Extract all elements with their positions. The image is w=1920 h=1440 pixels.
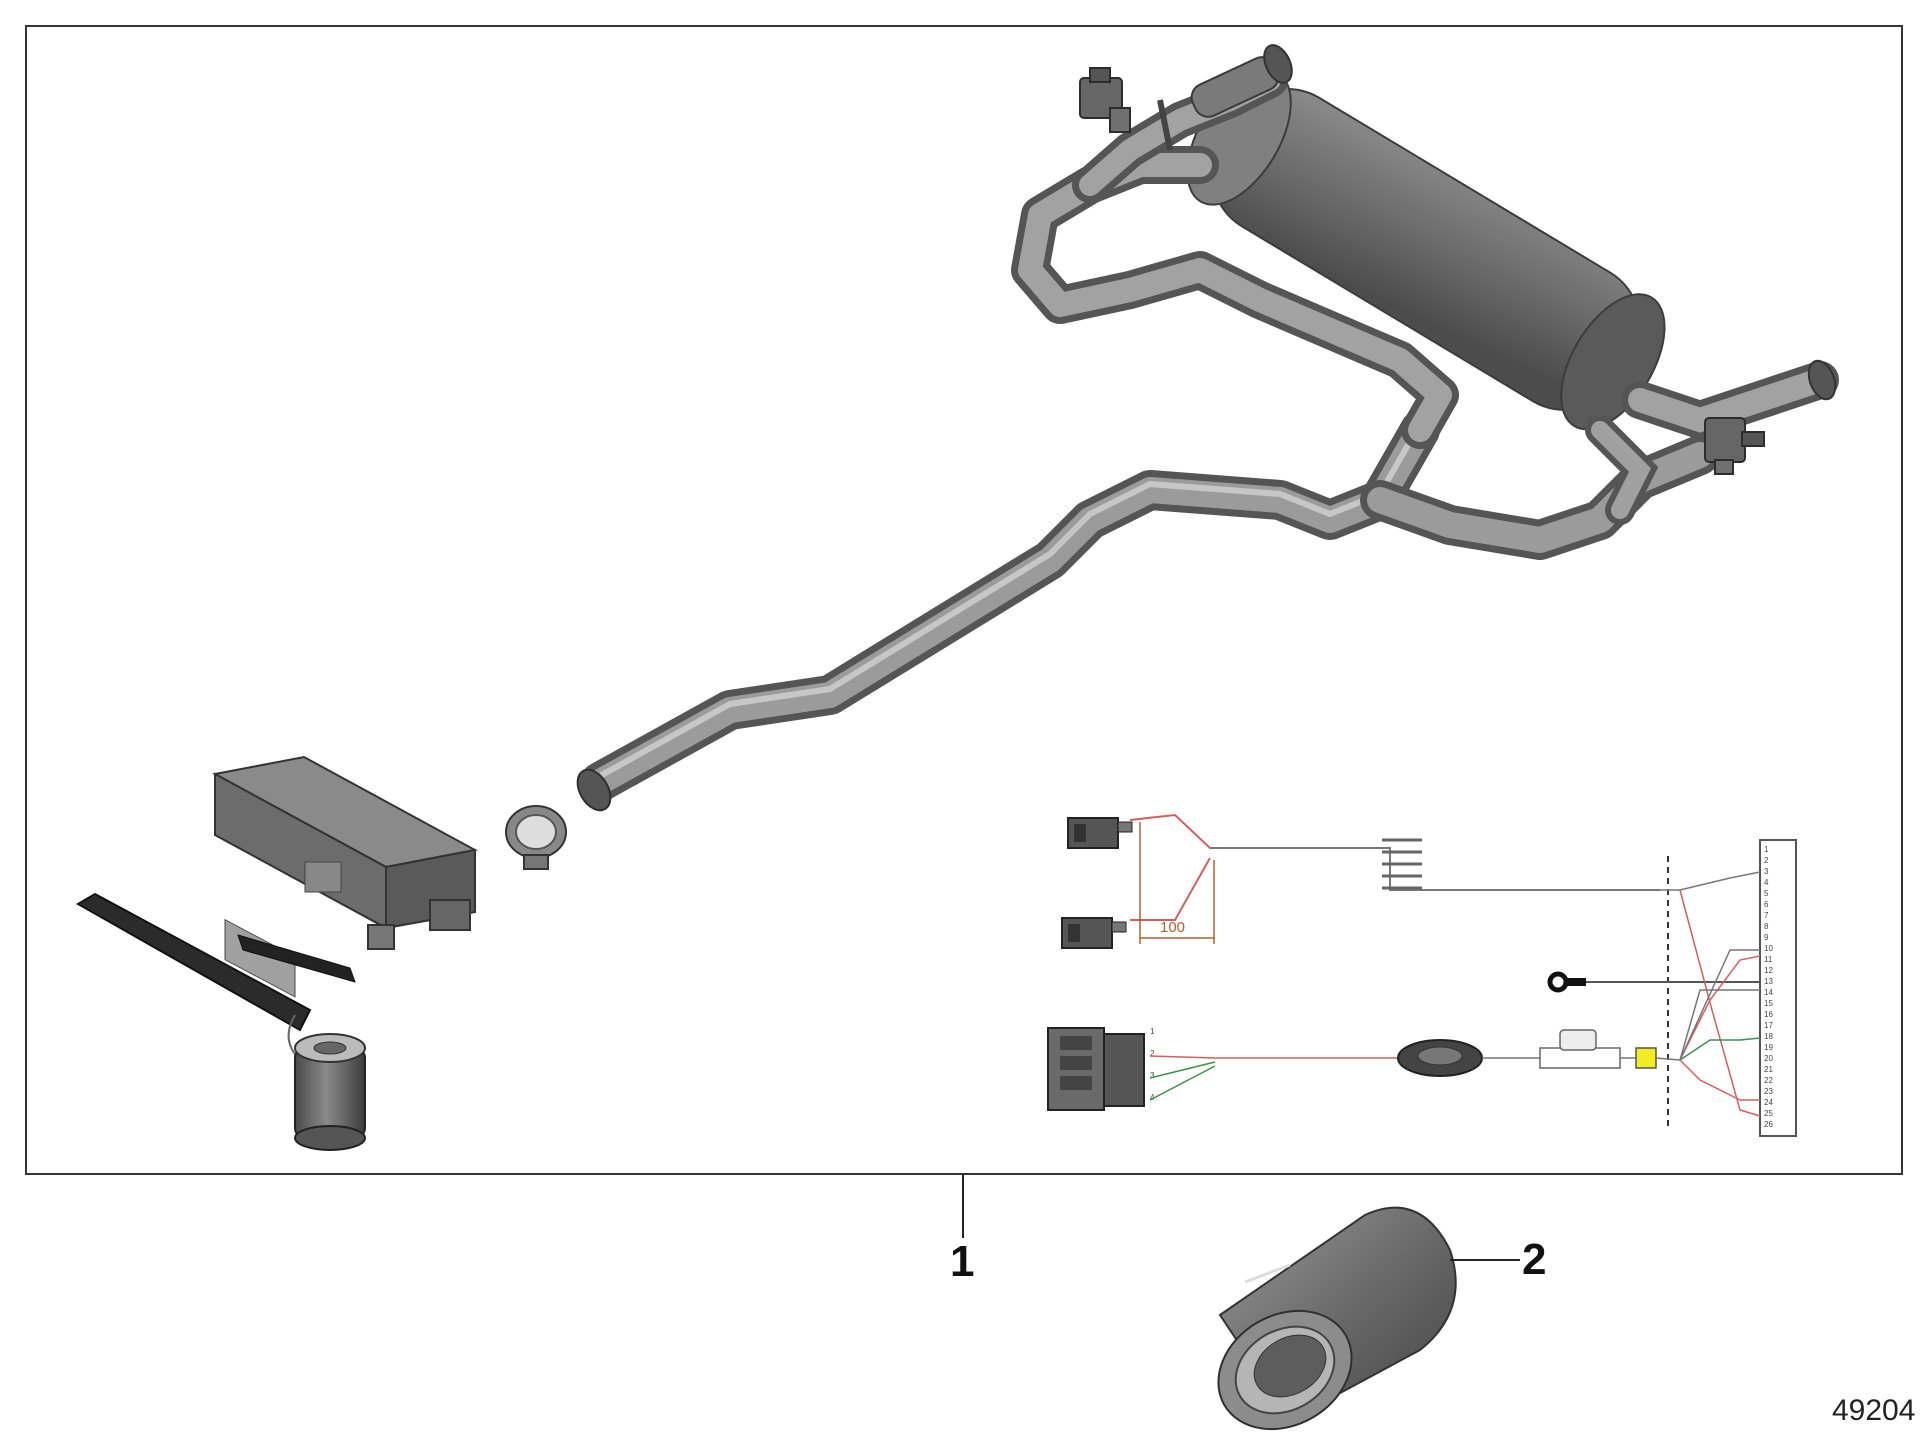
connector-pin-labels: 1234567891011121314151617181920212223242… — [1764, 845, 1773, 1129]
connector-pin-label: 21 — [1764, 1065, 1773, 1074]
connector-pin-label: 9 — [1764, 933, 1769, 942]
inline-connector — [1539, 1029, 1636, 1069]
connector-pin-label: 10 — [1764, 944, 1773, 953]
callout-number-2: 2 — [1522, 1235, 1547, 1284]
fuse — [1635, 1047, 1657, 1069]
remote-unit — [76, 892, 366, 1151]
connector-pin-label: 7 — [1764, 911, 1769, 920]
connector-pin-label: 1 — [1764, 845, 1769, 854]
connector-pin-label: 2 — [1764, 856, 1769, 865]
dimension-label: 100 — [1160, 919, 1185, 936]
exhaust-system — [576, 44, 1839, 812]
wiring-harness: 100 123456789101112131415161718192021222… — [1047, 813, 1797, 1137]
connector-pin-label: 25 — [1764, 1109, 1773, 1118]
connector-pin-label: 22 — [1764, 1076, 1773, 1085]
connector-top-2 — [1061, 917, 1127, 949]
connector-pin-label: 6 — [1764, 900, 1769, 909]
control-unit — [212, 755, 478, 998]
right-tailpipe-outlet — [1585, 359, 1839, 525]
small-connector: 1 2 3 4 — [1047, 1027, 1155, 1111]
figure-id: 49204 — [1832, 1394, 1916, 1427]
callout-number-1: 1 — [950, 1237, 975, 1286]
connector-pin-label: 5 — [1764, 889, 1769, 898]
connector-top-1 — [1067, 817, 1133, 849]
small-connector-pin-label: 3 — [1150, 1071, 1155, 1080]
connector-pin-label: 4 — [1764, 878, 1769, 887]
small-connector-pin-label: 1 — [1150, 1027, 1155, 1036]
ring-terminal — [1547, 971, 1760, 993]
pipe-inlet-end — [576, 768, 612, 812]
connector-pin-label: 14 — [1764, 988, 1773, 997]
connector-pin-label: 26 — [1764, 1120, 1773, 1129]
pipe-clamp — [505, 805, 567, 870]
connector-pin-label: 16 — [1764, 1010, 1773, 1019]
connector-pin-label: 8 — [1764, 922, 1769, 931]
connector-pin-label: 23 — [1764, 1087, 1773, 1096]
small-connector-pin-label: 4 — [1150, 1093, 1155, 1102]
terminal-group — [1382, 838, 1422, 890]
connector-pin-label: 11 — [1764, 955, 1773, 964]
connector-pin-label: 20 — [1764, 1054, 1773, 1063]
label-strip — [237, 934, 356, 983]
connector-pin-label: 24 — [1764, 1098, 1773, 1107]
connector-pin-label: 18 — [1764, 1032, 1773, 1041]
connector-pin-label: 15 — [1764, 999, 1773, 1008]
small-connector-pin-label: 2 — [1150, 1049, 1155, 1058]
connector-pin-label: 3 — [1764, 867, 1769, 876]
connector-pin-label: 13 — [1764, 977, 1773, 986]
connector-pin-label: 12 — [1764, 966, 1773, 975]
left-tailpipe-outlet — [1079, 44, 1293, 151]
grommet — [1397, 1039, 1540, 1077]
connector-pin-label: 17 — [1764, 1021, 1773, 1030]
front-pipe — [580, 410, 1440, 802]
connector-pin-label: 19 — [1764, 1043, 1773, 1052]
tailpipe-tip — [1217, 1206, 1457, 1431]
large-connector: 1234567891011121314151617181920212223242… — [1759, 839, 1797, 1137]
small-connector-pin-labels: 1 2 3 4 — [1150, 1027, 1155, 1102]
